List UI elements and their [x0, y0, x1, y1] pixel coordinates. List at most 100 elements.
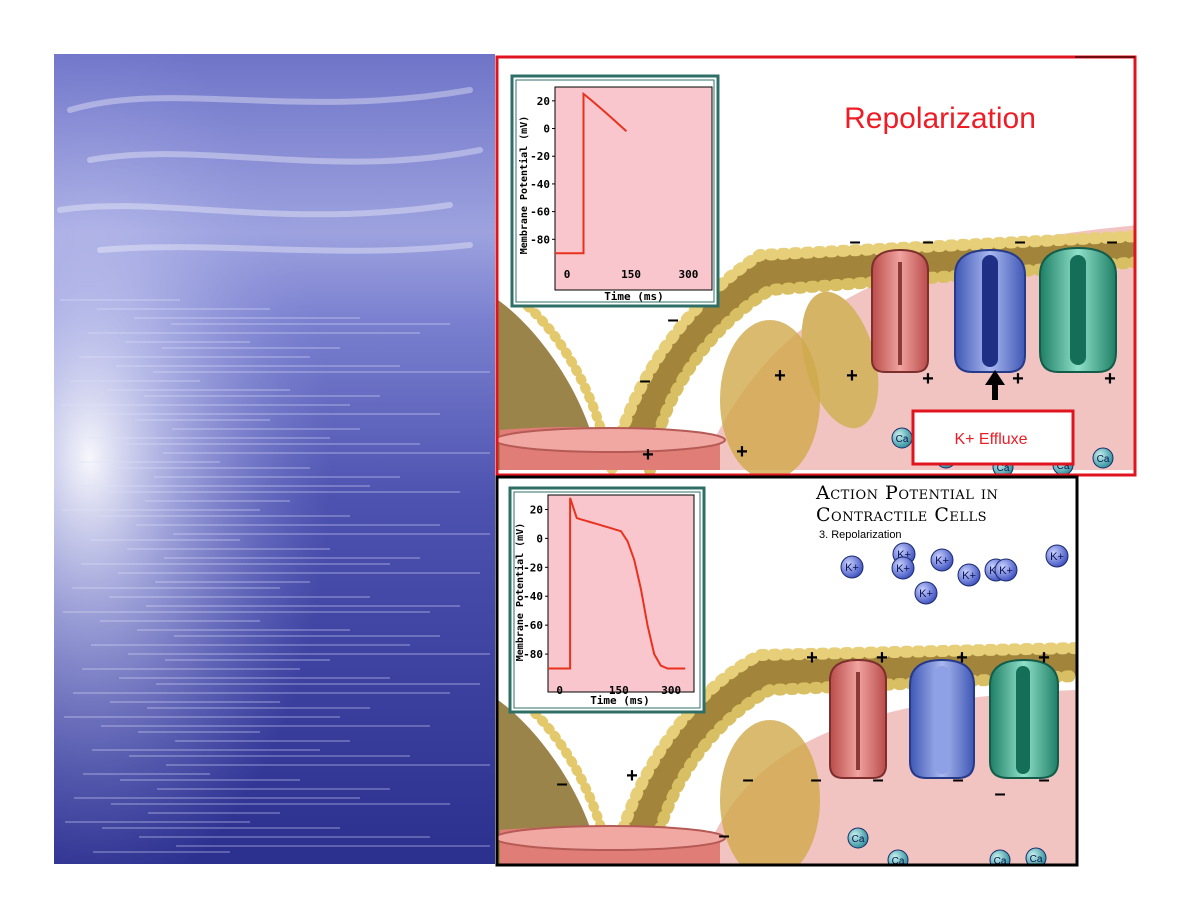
bottom-membrane-charge: + [876, 647, 888, 669]
bottom-cytoplasm-charge: – [952, 769, 963, 791]
potassium-ion [840, 555, 864, 579]
top-misc-charge: – [639, 370, 650, 392]
bottom-title-line2: Contractile Cells [816, 504, 987, 526]
bottom-calcium-ion [1025, 847, 1047, 864]
bottom-calcium-ion-label: Ca [1030, 854, 1043, 865]
bottom-charges: + + + + – – – – – – – + – [556, 647, 1049, 847]
top-misc-charge: – [667, 309, 678, 331]
top-membrane-core [610, 235, 1134, 470]
top-membrane-charge: – [1014, 231, 1025, 253]
potassium-ion-label: K+ [919, 588, 933, 600]
top-cytoplasm-charge: + [774, 365, 786, 387]
top-cytoplasm-charge: + [846, 365, 858, 387]
bottom-channel-blue [909, 658, 975, 779]
top-y-tick-label: 20 [537, 95, 550, 108]
bottom-membrane-core [612, 648, 1076, 864]
potassium-ion [1045, 544, 1069, 568]
bottom-y-tick-label: -60 [523, 619, 543, 632]
top-y-tick-label: -60 [530, 206, 550, 219]
top-y-tick-label: -40 [530, 178, 550, 191]
bottom-x-tick-label: 150 [609, 684, 629, 697]
top-misc-charge: + [642, 444, 654, 466]
top-membrane-charge: – [922, 231, 933, 253]
top-y-tick-label: -80 [530, 233, 550, 246]
top-x-tick-label: 300 [679, 268, 699, 281]
bottom-calcium-ion-label: Ca [852, 834, 865, 845]
top-cytoplasm-charge: + [1012, 368, 1024, 390]
potassium-ion [930, 548, 954, 572]
top-calcium-ion-label: Ca [1057, 461, 1070, 472]
top-calcium-ion-label: Ca [1097, 454, 1110, 465]
bottom-cytoplasm-charge: – [742, 769, 753, 791]
top-panel-frame [495, 55, 1137, 477]
potassium-ion-label: K+ [999, 565, 1013, 577]
top-channel-red [871, 248, 929, 373]
top-channel-blue [954, 248, 1026, 373]
bottom-ap-trace [548, 497, 686, 670]
top-membrane-charge: – [849, 231, 860, 253]
top-channel-teal [1039, 246, 1117, 373]
bottom-calcium-ion-label: Ca [892, 856, 905, 867]
top-membrane-charge: – [1106, 231, 1117, 253]
top-ap-graph: 20 0 -20 -40 -60 -80 0 150 300 Time (ms) Membran… [510, 74, 720, 308]
top-cytoplasm-charge: + [1104, 368, 1116, 390]
top-charges: – – – – + + + + + – – + + [639, 231, 1117, 466]
potassium-ion-label: K+ [845, 562, 859, 574]
top-ap-trace [555, 91, 628, 255]
bottom-cytoplasm-charge: – [1038, 769, 1049, 791]
bottom-y-tick-label: 0 [536, 532, 543, 545]
bottom-x-axis-label: Time (ms) [590, 694, 650, 707]
bottom-cytoplasm-charge: – [810, 769, 821, 791]
potassium-ion [994, 558, 1018, 582]
bottom-cytoplasm-charge: – [718, 825, 729, 847]
bottom-cytoplasm-charge: – [994, 783, 1005, 805]
top-y-tick-label: -20 [530, 150, 550, 163]
potassium-ion-label: K+ [962, 570, 976, 582]
bottom-panel-frame [495, 475, 1079, 867]
top-calcium-ion-label: Ca [997, 463, 1010, 474]
bottom-title-line1: Action Potential in [815, 482, 998, 504]
bottom-membrane-charge: + [806, 647, 818, 669]
k-efflux-label: K+ Effluxe [954, 431, 1027, 448]
bottom-membrane-charge: + [956, 647, 968, 669]
k-efflux-callout: K+ Effluxe [911, 409, 1075, 466]
top-cytoplasm-charge: + [922, 368, 934, 390]
bottom-misc-charge: – [556, 773, 567, 795]
top-calcium-ion-label: Ca [896, 434, 909, 445]
bottom-subtitle: 3. Repolarization [819, 529, 902, 541]
potassium-ion-label: K+ [1050, 551, 1064, 563]
top-x-tick-label: 150 [621, 268, 641, 281]
up-arrow-icon [985, 370, 1005, 400]
bottom-channel-red [829, 658, 887, 779]
bottom-x-tick-label: 300 [661, 684, 681, 697]
bottom-y-tick-label: -80 [523, 648, 543, 661]
potassium-ion [891, 556, 915, 580]
bottom-x-tick-label: 0 [556, 684, 563, 697]
top-y-axis-label: Membrane Potential (mV) [518, 116, 530, 254]
bottom-calcium-ion [847, 827, 869, 849]
potassium-ion [957, 563, 981, 587]
bottom-y-axis-label: Membrane Potential (mV) [514, 523, 526, 661]
bottom-calcium-ion [887, 849, 909, 864]
bottom-y-tick-label: -40 [523, 590, 543, 603]
top-misc-charge: + [736, 441, 748, 463]
potassium-ion [914, 581, 938, 605]
top-y-tick-label: 0 [543, 123, 550, 136]
top-x-tick-label: 0 [564, 268, 571, 281]
bottom-channel-teal [989, 658, 1059, 779]
bottom-y-tick-label: 20 [530, 503, 543, 516]
top-title: Repolarization [844, 102, 1036, 135]
bottom-calcium-ion [989, 849, 1011, 864]
bottom-misc-charge: + [626, 765, 638, 787]
bottom-membrane-charge: + [1038, 647, 1050, 669]
k-ions: K+K+K+K+K+K+K+K+K+ [840, 542, 1069, 605]
top-membrane-scene: CaCaCaCaCa ––––+++++––++ [498, 225, 1134, 474]
bottom-cytoplasm-charge: – [872, 769, 883, 791]
top-x-axis-label: Time (ms) [604, 290, 664, 303]
top-panel: CaCaCaCaCa ––––+++++––++ Repolarization … [495, 55, 1137, 477]
